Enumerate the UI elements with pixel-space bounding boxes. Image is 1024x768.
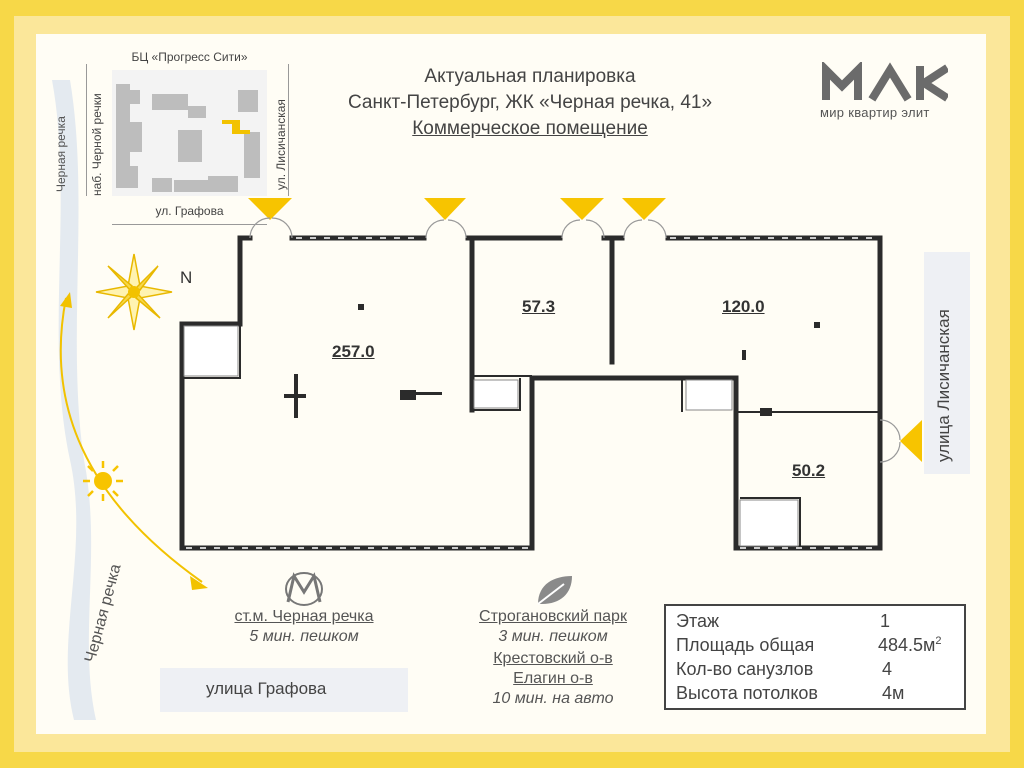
area-value-wrap: 484.5м2 <box>878 635 942 656</box>
site-map-right-line <box>288 64 289 196</box>
site-map-top-label: БЦ «Прогресс Сити» <box>131 50 248 64</box>
entrance-marker-3 <box>560 198 604 220</box>
island-1-text: Крестовский о-в <box>493 650 613 667</box>
site-map <box>112 70 267 196</box>
site-map-left-line <box>86 64 87 196</box>
north-label: N <box>180 268 193 287</box>
floor-label: Этаж <box>676 611 720 631</box>
right-street-strip <box>924 252 970 474</box>
metro-name-text: ст.м. Черная речка <box>234 608 374 625</box>
site-map-bottom-line <box>112 224 267 225</box>
title-line-3: Коммерческое помещение <box>300 118 760 140</box>
area-value: 484.5м <box>878 635 936 655</box>
entrance-marker-5 <box>900 420 922 462</box>
site-map-right-label: ул. Лисичанская <box>274 99 288 190</box>
site-map-bottom-label: ул. Графова <box>155 204 224 218</box>
area-unit-sup: 2 <box>935 635 942 647</box>
entrance-marker-4 <box>622 198 666 220</box>
river-label-top: Черная речка <box>54 116 68 192</box>
info-box: Этаж 1 Площадь общая 484.5м2 Кол-во сану… <box>664 604 966 710</box>
area-label: Площадь общая <box>676 635 815 655</box>
island-2: Елагин о-в <box>448 670 658 688</box>
street-bottom-label: улица Графова <box>206 679 327 698</box>
room-area-1: 257.0 <box>332 342 375 361</box>
floor-value: 1 <box>880 611 891 631</box>
room-area-4: 50.2 <box>792 461 826 480</box>
metro-icon <box>285 572 323 606</box>
park-name-text: Строгановский парк <box>479 608 627 625</box>
bottom-street-strip <box>160 668 408 712</box>
sun-path <box>59 292 208 590</box>
title-line-2: Санкт-Петербург, ЖК «Черная речка, 41» <box>347 92 713 113</box>
bath-label: Кол-во санузлов <box>676 659 814 679</box>
entrance-marker-2 <box>424 198 466 220</box>
room-area-3: 120.0 <box>722 297 765 316</box>
street-right-label: улица Лисичанская <box>934 309 953 462</box>
sun-icon <box>83 461 123 501</box>
floor-plan <box>179 198 922 551</box>
island-2-text: Елагин о-в <box>513 670 593 687</box>
mke-logo-icon <box>822 62 948 102</box>
entrance-marker-1 <box>248 198 292 220</box>
metro-time: 5 мин. пешком <box>249 628 359 645</box>
height-value: 4м <box>882 683 905 703</box>
room-area-2: 57.3 <box>522 297 556 316</box>
compass-icon <box>95 253 173 331</box>
title-line-1: Актуальная планировка <box>424 66 636 87</box>
bath-value: 4 <box>882 659 893 679</box>
metro-name: ст.м. Черная речка <box>200 608 408 626</box>
leaf-icon <box>537 576 572 605</box>
logo-text: мир квартир элит <box>820 105 930 120</box>
park-time: 3 мин. пешком <box>498 628 608 645</box>
island-1: Крестовский о-в <box>448 650 658 668</box>
islands-time: 10 мин. на авто <box>492 690 614 707</box>
height-label: Высота потолков <box>676 683 818 703</box>
title-subtitle: Коммерческое помещение <box>412 118 648 139</box>
park-name: Строгановский парк <box>448 608 658 626</box>
river-strip <box>52 80 96 720</box>
site-map-buildings <box>112 70 267 196</box>
